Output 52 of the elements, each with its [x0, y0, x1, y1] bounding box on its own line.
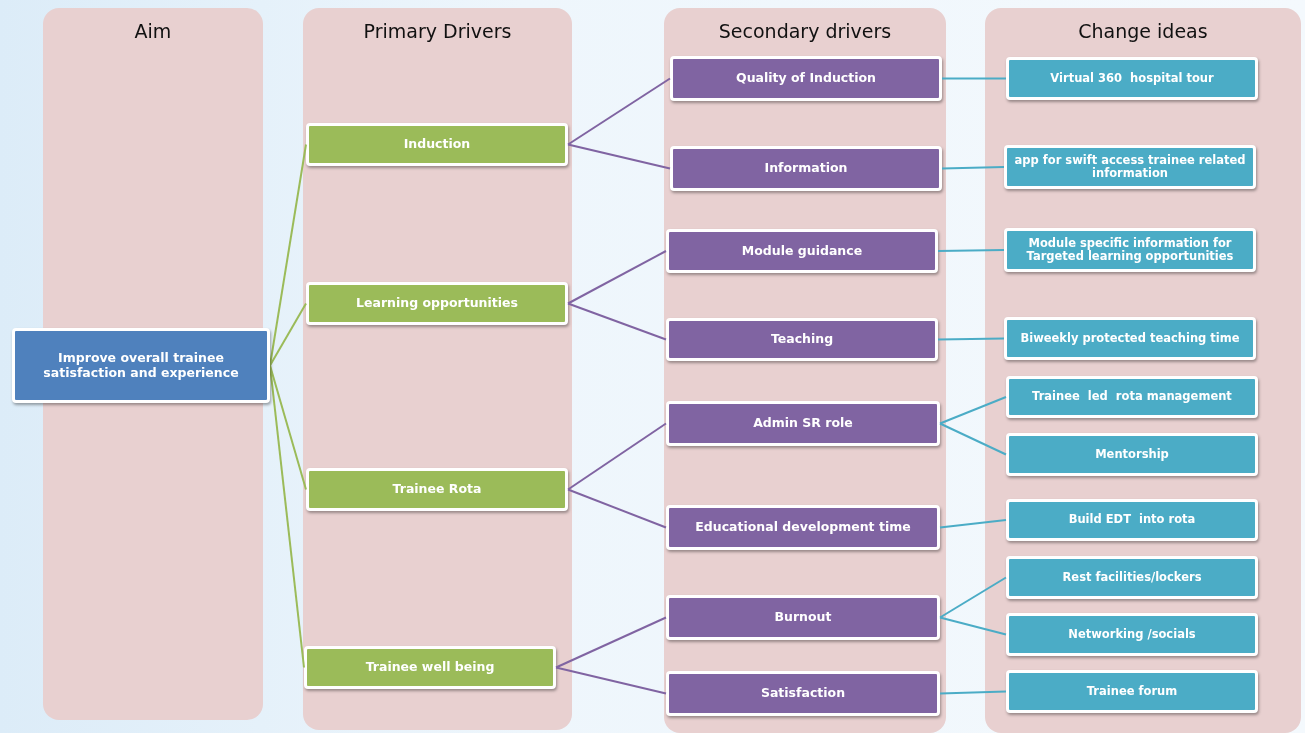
- change-idea-box: Trainee led rota management: [1006, 376, 1258, 418]
- secondary-driver-box: Satisfaction: [666, 671, 940, 716]
- connector-line: [939, 396, 1007, 425]
- connector-line: [555, 616, 667, 669]
- aim-box: Improve overall trainee satisfaction and experience: [12, 328, 270, 403]
- connector-line: [939, 422, 1007, 456]
- change-idea-box: Module specific information for Targeted learning opportunities: [1004, 228, 1256, 272]
- change-idea-box: Networking /socials: [1006, 613, 1258, 656]
- secondary-driver-box: Teaching: [666, 318, 938, 361]
- connector-line: [269, 302, 307, 367]
- column-heading: Aim: [133, 20, 173, 42]
- column-heading: Secondary drivers: [717, 20, 893, 42]
- connector-line: [937, 337, 1005, 341]
- column-heading: Change ideas: [1077, 20, 1209, 42]
- column-panel: [303, 8, 572, 730]
- change-idea-box: Virtual 360 hospital tour: [1006, 57, 1258, 100]
- column-heading: Primary Drivers: [362, 20, 513, 42]
- connector-line: [269, 364, 307, 491]
- connector-line: [567, 488, 667, 529]
- change-idea-box: Rest facilities/lockers: [1006, 556, 1258, 599]
- secondary-driver-box: Quality of Induction: [670, 56, 942, 101]
- connector-line: [939, 690, 1007, 695]
- change-idea-box: Biweekly protected teaching time: [1004, 317, 1256, 360]
- connector-line: [941, 166, 1005, 170]
- secondary-driver-box: Educational development time: [666, 505, 940, 550]
- connector-line: [939, 519, 1007, 529]
- connector-line: [567, 77, 671, 146]
- connector-line: [567, 250, 667, 305]
- primary-driver-box: Induction: [306, 123, 568, 166]
- connector-line: [567, 422, 667, 491]
- primary-driver-box: Trainee well being: [304, 646, 556, 689]
- connector-line: [567, 143, 671, 170]
- connector-line: [941, 77, 1007, 80]
- change-idea-box: Trainee forum: [1006, 670, 1258, 713]
- connector-line: [269, 364, 305, 669]
- column-panel: [664, 8, 946, 733]
- connector-line: [555, 666, 667, 695]
- change-idea-box: Mentorship: [1006, 433, 1258, 476]
- connector-line: [567, 302, 667, 341]
- secondary-driver-box: Information: [670, 146, 942, 191]
- secondary-driver-box: Admin SR role: [666, 401, 940, 446]
- secondary-driver-box: Burnout: [666, 595, 940, 640]
- connector-line: [939, 576, 1007, 619]
- change-idea-box: Build EDT into rota: [1006, 499, 1258, 541]
- column-panel: [43, 8, 263, 720]
- primary-driver-box: Learning opportunities: [306, 282, 568, 325]
- connector-line: [937, 249, 1005, 252]
- change-idea-box: app for swift access trainee related information: [1004, 145, 1256, 189]
- primary-driver-box: Trainee Rota: [306, 468, 568, 511]
- secondary-driver-box: Module guidance: [666, 229, 938, 273]
- connector-line: [939, 616, 1007, 636]
- column-panel: [985, 8, 1301, 733]
